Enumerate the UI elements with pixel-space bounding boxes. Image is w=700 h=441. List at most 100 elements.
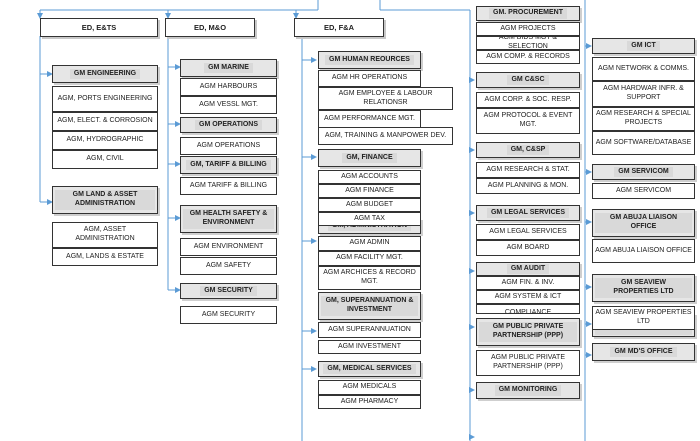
agm-facility-box: AGM FACILITY MGT. — [318, 251, 421, 266]
agm-ppp-box: AGM PUBLIC PRIVATE PARTNERSHIP (PPP) — [476, 350, 580, 376]
agm-facility-label: AGM FACILITY MGT. — [336, 254, 403, 262]
agm-protocol-box: AGM PROTOCOL & EVENT MGT. — [476, 108, 580, 134]
gm-operations-label: GM OPERATIONS — [195, 119, 262, 131]
agm-planning-box: AGM PLANNING & MON. — [476, 178, 580, 194]
gm-servicom-box: GM SERVICOM — [592, 164, 695, 180]
gm-land-asset-label: GM LAND & ASSET ADMINISTRATION — [55, 190, 155, 210]
gm-finance-label: GM, FINANCE — [342, 152, 397, 164]
agm-board-box: AGM BOARD — [476, 240, 580, 256]
gm-hse-box: GM HEALTH SAFETY & ENVIRONMENT — [180, 205, 277, 233]
gm-operations-box: GM OPERATIONS — [180, 117, 277, 133]
agm-bids-box: AGM BIDS MGT & SELECTION — [476, 36, 580, 50]
agm-hardwar-box: AGM HARDWAR INFR. & SUPPORT — [592, 81, 695, 107]
agm-medicals-box: AGM MEDICALS — [318, 380, 421, 395]
agm-legal-box: AGM LEGAL SERVICES — [476, 224, 580, 240]
agm-finance-box: AGM FINANCE — [318, 184, 421, 198]
gm-abuja-box: GM ABUJA LIAISON OFFICE — [592, 209, 695, 237]
gm-engineering-box: GM ENGINEERING — [52, 65, 158, 83]
agm-accounts-box: AGM ACCOUNTS — [318, 170, 421, 184]
gm-security-box: GM SECURITY — [180, 283, 277, 299]
gm-superannuation-label: GM, SUPERANNUATION & INVESTMENT — [321, 296, 418, 316]
agm-board-label: AGM BOARD — [506, 243, 550, 251]
agm-abuja-box: AGM ABUJA LIAISON OFFICE — [592, 239, 695, 263]
gm-md-label: GM MD'S OFFICE — [610, 346, 677, 358]
agm-safety-label: AGM SAFETY — [205, 261, 252, 269]
agm-investment-label: AGM INVESTMENT — [337, 342, 401, 350]
agm-pharmacy-box: AGM PHARMACY — [318, 395, 421, 409]
gm-abuja-label: GM ABUJA LIAISON OFFICE — [595, 213, 692, 233]
agm-research-special-box: AGM RESEARCH & SPECIAL PROJECTS — [592, 107, 695, 131]
agm-accounts-label: AGM ACCOUNTS — [341, 172, 398, 180]
agm-seaview-box: AGM SEAVIEW PROPERTIES LTD — [592, 306, 695, 330]
gm-md-box: GM MD'S OFFICE — [592, 343, 695, 361]
agm-bids-label: AGM BIDS MGT & SELECTION — [498, 36, 558, 50]
agm-asset-label: AGM, ASSET ADMINISTRATION — [75, 226, 135, 242]
agm-lands-label: AGM, LANDS & ESTATE — [66, 252, 144, 260]
gm-ict-box: GM ICT — [592, 38, 695, 54]
agm-performance-label: AGM PERFORMANCE MGT. — [323, 114, 415, 122]
gm-procurement-box: GM. PROCUREMENT — [476, 6, 580, 21]
agm-admin-box: AGM ADMIN — [318, 236, 421, 251]
ed-mo-label: ED, M&O — [193, 22, 227, 32]
gm-audit-label: GM AUDIT — [506, 263, 550, 275]
agm-hr-ops-label: AGM HR OPERATIONS — [331, 74, 408, 82]
gm-engineering-label: GM ENGINEERING — [69, 68, 141, 80]
agm-budget-label: AGM BUDGET — [345, 200, 394, 208]
agm-network-label: AGM NETWORK & COMMS. — [598, 64, 689, 72]
agm-vessl-box: AGM VESSL MGT. — [180, 96, 277, 114]
ed-mo-box: ED, M&O — [165, 18, 255, 37]
agm-corp-label: AGM CORP. & SOC. RESP. — [484, 95, 572, 103]
agm-training-label: AGM, TRAINING & MANPOWER DEV. — [324, 131, 447, 139]
agm-security-label: AGM SECURITY — [201, 310, 256, 318]
agm-environment-label: AGM ENVIRONMENT — [193, 242, 264, 250]
agm-abuja-label: AGM ABUJA LIAISON OFFICE — [595, 246, 692, 254]
gm-csc-box: GM C&SC — [476, 72, 580, 88]
agm-hardwar-label: AGM HARDWAR INFR. & SUPPORT — [603, 85, 684, 101]
agm-lands-box: AGM, LANDS & ESTATE — [52, 248, 158, 266]
agm-superannuation-box: AGM SUPERANNUATION — [318, 322, 421, 338]
gm-medical-label: GM, MEDICAL SERVICES — [323, 363, 416, 375]
gm-procurement-label: GM. PROCUREMENT — [489, 8, 567, 19]
agm-tariff-box: AGM TARIFF & BILLING — [180, 177, 277, 195]
gm-marine-box: GM MARINE — [180, 59, 277, 77]
agm-elect-box: AGM, ELECT. & CORROSION — [52, 112, 158, 131]
agm-tariff-label: AGM TARIFF & BILLING — [189, 181, 268, 189]
agm-employee-box: AGM EMPLOYEE & LABOUR RELATIONSR — [318, 87, 453, 110]
agm-operations-label: AGM OPERATIONS — [196, 141, 261, 149]
agm-investment-box: AGM INVESTMENT — [318, 340, 421, 354]
agm-elect-label: AGM, ELECT. & CORROSION — [57, 117, 153, 125]
agm-research-stat-label: AGM RESEARCH & STAT. — [486, 165, 570, 173]
gm-hr-box: GM HUMAN REOURCES — [318, 51, 421, 69]
gm-hse-label: GM HEALTH SAFETY & ENVIRONMENT — [183, 209, 274, 229]
agm-planning-label: AGM PLANNING & MON. — [487, 181, 569, 189]
agm-policy-box: AGM POLICY & COMPLIANCE — [476, 304, 580, 314]
agm-system-box: AGM SYSTEM & ICT — [476, 290, 580, 304]
agm-civil-box: AGM, CIVIL — [52, 150, 158, 169]
gm-monitoring-box: GM MONITORING — [476, 382, 580, 399]
agm-software-label: AGM SOFTWARE/DATABASE — [595, 138, 692, 146]
agm-network-box: AGM NETWORK & COMMS. — [592, 57, 695, 81]
agm-system-label: AGM SYSTEM & ICT — [494, 292, 562, 300]
agm-hydro-box: AGM, HYDROGRAPHIC — [52, 131, 158, 150]
agm-research-special-label: AGM RESEARCH & SPECIAL PROJECTS — [596, 110, 691, 126]
gm-audit-box: GM AUDIT — [476, 262, 580, 276]
agm-tax-box: AGM TAX — [318, 212, 421, 226]
agm-performance-box: AGM PERFORMANCE MGT. — [318, 110, 421, 128]
agm-ports-eng-box: AGM, PORTS ENGINEERING — [52, 86, 158, 112]
ed-fa-label: ED, F&A — [324, 22, 354, 32]
agm-safety-box: AGM SAFETY — [180, 257, 277, 275]
agm-hr-ops-box: AGM HR OPERATIONS — [318, 70, 421, 87]
agm-fin-inv-box: AGM FIN. & INV. — [476, 276, 580, 290]
agm-seaview-label: AGM SEAVIEW PROPERTIES LTD — [595, 309, 692, 325]
gm-tariff-label: GM, TARIFF & BILLING — [186, 159, 271, 171]
gm-seaview-label: GM SEAVIEW PROPERTIES LTD — [595, 278, 692, 298]
gm-legal-label: GM LEGAL SERVICES — [486, 207, 570, 219]
agm-superannuation-label: AGM SUPERANNUATION — [328, 325, 411, 333]
agm-ppp-label: AGM PUBLIC PRIVATE PARTNERSHIP (PPP) — [490, 354, 566, 370]
gm-ppp-box: GM PUBLIC PRIVATE PARTNERSHIP (PPP) — [476, 318, 580, 346]
gm-security-label: GM SECURITY — [200, 285, 257, 297]
agm-operations-box: AGM OPERATIONS — [180, 137, 277, 155]
agm-finance-label: AGM FINANCE — [345, 186, 394, 194]
agm-tax-label: AGM TAX — [354, 214, 385, 222]
agm-research-stat-box: AGM RESEARCH & STAT. — [476, 162, 580, 178]
